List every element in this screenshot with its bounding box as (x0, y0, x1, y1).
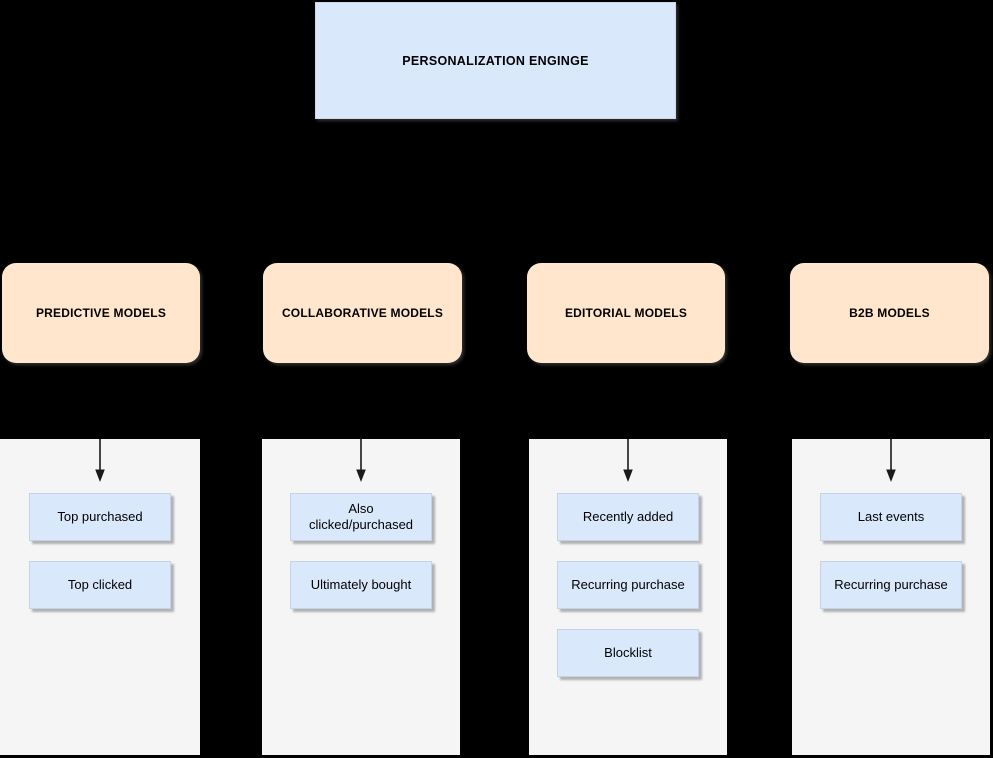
model-item-label: Recurring purchase (571, 576, 685, 592)
category-label: B2B MODELS (849, 306, 930, 320)
model-item[interactable]: Blocklist (557, 629, 699, 677)
personalization-engine-label: PERSONALIZATION ENGINGE (402, 53, 589, 68)
model-item[interactable]: Recently added (557, 493, 699, 541)
model-item[interactable]: Ultimately bought (290, 561, 432, 609)
down-arrow-icon (886, 439, 896, 482)
category-node-b2b[interactable]: B2B MODELS (790, 263, 989, 363)
model-item-label: Last events (857, 508, 925, 524)
model-item-label: Top clicked (67, 576, 133, 592)
model-item[interactable]: Recurring purchase (820, 561, 962, 609)
category-node-predictive[interactable]: PREDICTIVE MODELS (2, 263, 200, 363)
model-item-label: Top purchased (57, 508, 143, 524)
model-item[interactable]: Last events (820, 493, 962, 541)
category-label: EDITORIAL MODELS (564, 306, 688, 320)
model-item-label: Ultimately bought (310, 576, 412, 592)
model-item[interactable]: Also clicked/purchased (290, 493, 432, 541)
down-arrow-icon (623, 439, 633, 482)
down-arrow-icon (356, 439, 366, 482)
category-node-editorial[interactable]: EDITORIAL MODELS (527, 263, 725, 363)
personalization-engine-node[interactable]: PERSONALIZATION ENGINGE (315, 2, 676, 119)
model-item-label: Recurring purchase (834, 576, 948, 592)
model-item[interactable]: Recurring purchase (557, 561, 699, 609)
down-arrow-icon (95, 439, 105, 482)
category-label: PREDICTIVE MODELS (35, 306, 167, 320)
category-label: COLLABORATIVE MODELS (281, 306, 444, 320)
model-item-label: Recently added (582, 508, 674, 524)
model-item-label: Blocklist (604, 644, 652, 660)
model-item[interactable]: Top purchased (29, 493, 171, 541)
model-item[interactable]: Top clicked (29, 561, 171, 609)
category-node-collaborative[interactable]: COLLABORATIVE MODELS (263, 263, 462, 363)
model-item-label: Also clicked/purchased (308, 500, 414, 532)
